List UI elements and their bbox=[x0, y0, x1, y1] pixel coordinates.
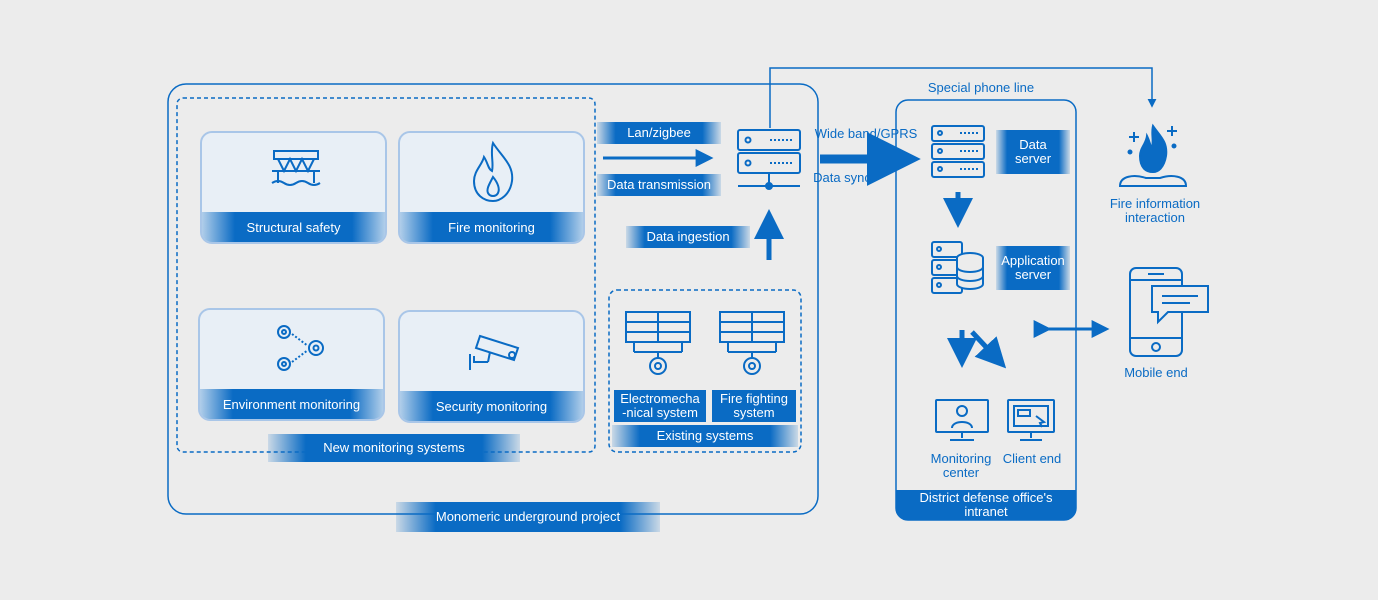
lan-label: Lan/zigbee bbox=[597, 122, 721, 144]
card-label: Fire monitoring bbox=[400, 212, 583, 242]
bridge-icon bbox=[271, 150, 321, 186]
client-end-label: Client end bbox=[1002, 451, 1062, 466]
fire-interaction-icon bbox=[1118, 123, 1188, 187]
gateway-server-icon bbox=[737, 129, 801, 190]
app-server-label: Application server bbox=[996, 246, 1070, 290]
card-label: Structural safety bbox=[202, 212, 385, 242]
phone-line bbox=[769, 67, 1157, 128]
card-environment-monitoring: Environment monitoring bbox=[198, 308, 385, 421]
card-label: Security monitoring bbox=[400, 391, 583, 421]
card-security-monitoring: Security monitoring bbox=[398, 310, 585, 423]
new-systems-label: New monitoring systems bbox=[268, 434, 520, 462]
existing-system-label: Fire fighting system bbox=[712, 390, 796, 422]
fire-interaction-label: Fire information interaction bbox=[1109, 196, 1201, 225]
mobile-end-label: Mobile end bbox=[1124, 365, 1188, 380]
wideband-label: Wide band/GPRS bbox=[814, 126, 918, 141]
flame-icon bbox=[472, 140, 514, 203]
server-rack-icon bbox=[625, 311, 691, 375]
computer-icon bbox=[1007, 399, 1055, 441]
project-label: Monomeric underground project bbox=[396, 502, 660, 532]
app-server-icon bbox=[931, 241, 984, 294]
card-fire-monitoring: Fire monitoring bbox=[398, 131, 585, 244]
mobile-phone-icon bbox=[1129, 267, 1209, 357]
existing-system-label: Electromecha -nical system bbox=[614, 390, 706, 422]
phone-line-label: Special phone line bbox=[927, 80, 1035, 95]
existing-systems-frame bbox=[608, 289, 802, 453]
monitoring-center-label: Monitoring center bbox=[930, 451, 992, 480]
sync-label: Data sync bbox=[813, 170, 871, 185]
data-server-icon bbox=[931, 125, 985, 178]
card-structural-safety: Structural safety bbox=[200, 131, 387, 244]
intranet-frame bbox=[895, 99, 1077, 521]
monitor-user-icon bbox=[935, 399, 989, 441]
gears-icon bbox=[277, 325, 324, 371]
transmission-label: Data transmission bbox=[597, 174, 721, 196]
ingestion-label: Data ingestion bbox=[626, 226, 750, 248]
existing-systems-label: Existing systems bbox=[612, 425, 798, 447]
server-rack-icon bbox=[719, 311, 785, 375]
arrow-to-client bbox=[970, 330, 1007, 369]
card-label: Environment monitoring bbox=[200, 389, 383, 419]
intranet-label: District defense office's intranet bbox=[896, 490, 1076, 520]
data-server-label: Data server bbox=[996, 130, 1070, 174]
camera-icon bbox=[469, 334, 520, 370]
